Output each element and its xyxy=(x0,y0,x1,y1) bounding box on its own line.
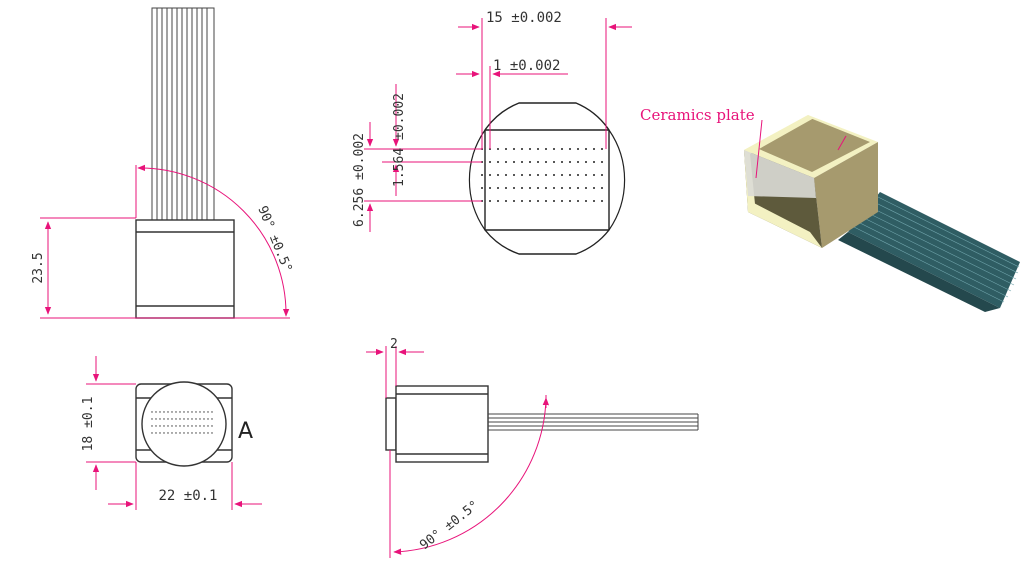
side-view: 2 90° ±0.5° xyxy=(366,337,699,558)
pitch-x-label: 15 ±0.002 xyxy=(486,10,562,26)
front-view: 23.5 90° ±0.5° xyxy=(31,7,295,319)
detail-outline xyxy=(468,102,626,255)
flange-label: 2 xyxy=(390,337,398,352)
spacing-x-label: 1 ±0.002 xyxy=(493,58,560,74)
side-height-label: 23.5 xyxy=(31,252,46,283)
array-detail-view: 15 ±0.002 1 ±0.002 1.564 ±0.002 6.256 ±0… xyxy=(352,10,632,255)
end-fiber-array xyxy=(151,411,213,434)
fiber-ribbon xyxy=(151,7,215,221)
side-bend-angle-label: 90° ±0.5° xyxy=(417,498,482,553)
spacing-y-small-label: 1.564 ±0.002 xyxy=(392,93,407,187)
end-view: 18 ±0.1 22 ±0.1 A xyxy=(81,356,262,510)
spacing-y-total-label: 6.256 ±0.002 xyxy=(352,133,367,227)
side-dimension-lines xyxy=(366,346,550,558)
end-width-label: 22 ±0.1 xyxy=(158,488,217,504)
detail-fiber-array xyxy=(481,148,603,202)
isometric-render: Ceramics plate xyxy=(640,106,1020,312)
end-height-label: 18 ±0.1 xyxy=(81,397,96,452)
ceramics-callout-lines xyxy=(755,119,847,179)
side-fiber-ribbon xyxy=(488,413,699,431)
ceramics-plate-3d xyxy=(744,150,816,198)
front-dimension-lines xyxy=(40,164,290,319)
end-dimension-lines xyxy=(86,356,262,510)
front-bend-angle-label: 90° ±0.5° xyxy=(254,204,294,275)
ceramics-plate-label: Ceramics plate xyxy=(640,106,755,124)
side-block xyxy=(385,385,489,463)
connector-block-front xyxy=(135,219,235,319)
view-marker-a: A xyxy=(238,419,253,444)
connector-end-body xyxy=(135,381,233,467)
ribbon-cable-3d xyxy=(838,192,1020,312)
detail-dimension-lines xyxy=(364,18,632,232)
